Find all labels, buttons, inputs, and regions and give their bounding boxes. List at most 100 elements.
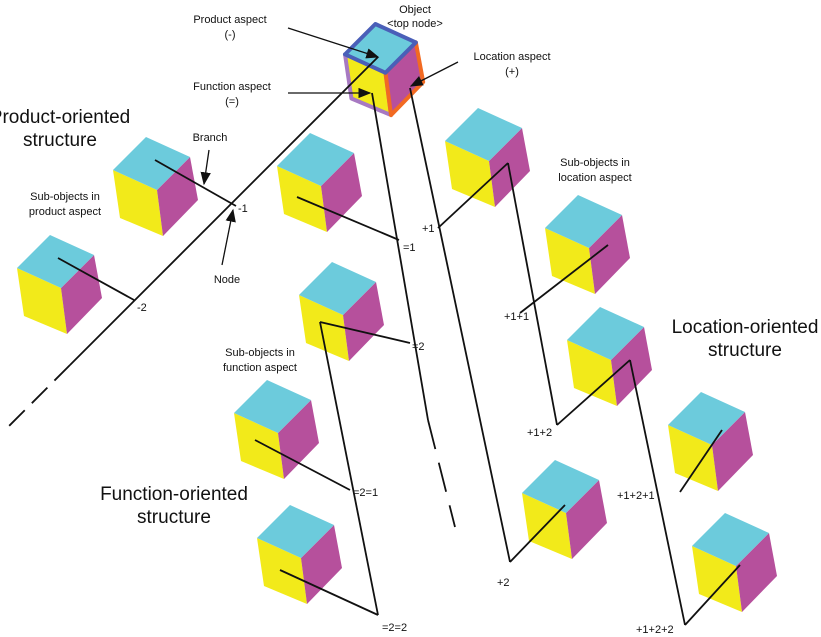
node-label-f21: =2=1 (353, 487, 378, 499)
product-aspect-label: Product aspect (193, 14, 266, 26)
function-spine-dashed (427, 419, 456, 528)
cube-top-face (445, 108, 522, 161)
node-label-l1: +1 (422, 223, 435, 235)
cube-top-face (113, 137, 190, 190)
cube-top-face (17, 235, 94, 288)
branch-f2 (319, 321, 411, 344)
cube-right-face (589, 215, 630, 294)
branch-l2 (509, 504, 566, 563)
cube-right-face (343, 282, 384, 361)
node-label-l122: +1+2+2 (636, 624, 674, 636)
cube-l12 (567, 307, 652, 406)
node-label-l11: +1+1 (504, 311, 529, 323)
cube-right-face (157, 157, 198, 236)
location-aspect-symbol: (+) (505, 66, 519, 78)
location-spine (409, 87, 511, 563)
product-spine-dashed (4, 364, 71, 431)
node-label-l2: +2 (497, 577, 510, 589)
function-structure-title: Function-oriented (100, 484, 248, 505)
sub-location-label: Sub-objects in (560, 157, 630, 169)
cube-top-face (257, 505, 334, 558)
cube-left-face (234, 413, 284, 479)
node-label-p1: -1 (238, 203, 248, 215)
cube-f22 (257, 505, 342, 604)
cube-top-face (692, 513, 769, 566)
product-aspect-symbol: (-) (225, 29, 236, 41)
location-sub-spine-l12 (629, 359, 686, 626)
branch-l121 (679, 429, 723, 493)
cube-right-face (61, 255, 102, 334)
location-structure-title: Location-oriented (672, 317, 819, 338)
cube-left-face (445, 141, 495, 207)
cube-left-face (299, 295, 349, 361)
cube-f1 (277, 133, 362, 232)
sub-function-label: Sub-objects in (225, 347, 295, 359)
location-sub-spine-l1 (507, 162, 558, 426)
cube-p1 (113, 137, 198, 236)
location-aspect-arrow (409, 61, 459, 87)
cube-top-node (343, 22, 426, 118)
node-label-l121: +1+2+1 (617, 490, 655, 502)
branch-l12 (556, 359, 631, 426)
cube-top-face (299, 262, 376, 315)
branch-l1 (437, 162, 509, 229)
node-label-p2: -2 (137, 302, 147, 314)
cube-left-face (545, 228, 595, 294)
branch-l11 (519, 244, 609, 314)
branch-p2 (57, 257, 135, 301)
cube-f21 (234, 380, 319, 479)
cube-top-face (277, 133, 354, 186)
cube-top-face (545, 195, 622, 248)
node-label-f22: =2=2 (382, 622, 407, 634)
cube-right-face (566, 480, 607, 559)
product-structure-title: Product-oriented (0, 107, 130, 128)
product-aspect-arrow (287, 27, 380, 59)
object-label: Object (399, 4, 431, 16)
branch-f22 (279, 569, 379, 616)
sub-product-label-2: product aspect (29, 206, 101, 218)
cube-left-face (522, 493, 572, 559)
object-sublabel: <top node> (387, 18, 443, 30)
cube-l11 (545, 195, 630, 294)
sub-location-label-2: location aspect (558, 172, 631, 184)
cube-left-face (567, 340, 617, 406)
branch-f21 (254, 439, 351, 491)
location-structure-title-2: structure (708, 340, 782, 361)
function-spine (371, 92, 429, 421)
sub-function-label-2: function aspect (223, 362, 297, 374)
cube-right-face (278, 400, 319, 479)
branch-l122 (684, 564, 741, 626)
node-label-f1: =1 (403, 242, 416, 254)
branch-p1 (154, 159, 237, 207)
node-arrow (221, 208, 236, 266)
cube-right-face (712, 412, 753, 491)
cube-left-face (17, 268, 67, 334)
cube-left-face (668, 425, 718, 491)
node-label-l12: +1+2 (527, 427, 552, 439)
cube-f2 (299, 262, 384, 361)
cube-top-face (234, 380, 311, 433)
cube-p2 (17, 235, 102, 334)
function-structure-title-2: structure (137, 507, 211, 528)
function-aspect-label: Function aspect (193, 81, 271, 93)
cube-top-face-product (343, 22, 418, 75)
cube-l2 (522, 460, 607, 559)
function-sub-spine-f2 (319, 321, 379, 616)
branch-f1 (296, 196, 400, 241)
cube-left-face (692, 546, 742, 612)
function-aspect-symbol: (=) (225, 96, 239, 108)
cube-right-face (736, 533, 777, 612)
cube-top-face (567, 307, 644, 360)
cube-left-face (113, 170, 163, 236)
product-structure-title-2: structure (23, 130, 97, 151)
cube-top-face (522, 460, 599, 513)
sub-product-label: Sub-objects in (30, 191, 100, 203)
node-label: Node (214, 274, 240, 286)
branch-label: Branch (193, 132, 228, 144)
product-spine (69, 56, 379, 366)
branch-arrow (200, 149, 211, 186)
cube-l121 (668, 392, 753, 491)
cube-l1 (445, 108, 530, 207)
